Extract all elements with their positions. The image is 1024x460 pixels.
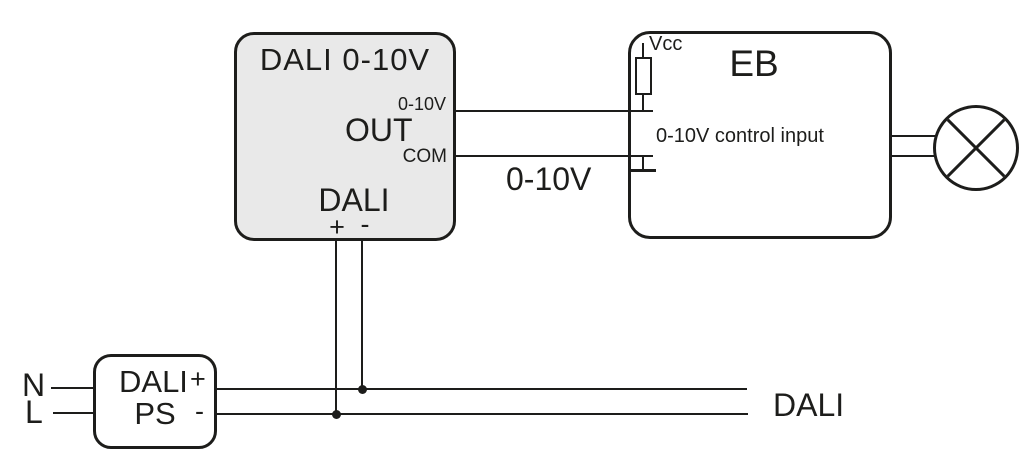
converter-dali-label: DALI xyxy=(318,182,390,218)
pullup-resistor-symbol xyxy=(635,57,652,95)
eb-title: EB xyxy=(729,43,779,84)
converter-minus-label: - xyxy=(360,209,370,239)
wire-com-signal xyxy=(456,155,653,157)
mains-l-label: L xyxy=(25,394,43,430)
control-input-label: 0-10V control input xyxy=(656,125,824,147)
analog-link-label: 0-10V xyxy=(506,161,592,197)
mains-n-label: N xyxy=(22,367,46,403)
junction-dot xyxy=(332,410,341,419)
lamp-wire-bottom xyxy=(891,155,937,157)
dali-power-supply-box xyxy=(93,354,217,449)
converter-terminal-0-10v-label: 0-10V xyxy=(397,94,446,114)
ps-line2-label: PS xyxy=(134,396,176,431)
converter-plus-drop-wire xyxy=(335,241,337,417)
dali-bus-plus-wire xyxy=(216,388,747,390)
com-termination-stub xyxy=(642,156,644,171)
converter-plus-label: + xyxy=(329,212,345,242)
wire-0-10v-signal xyxy=(456,110,653,112)
converter-title: DALI 0-10V xyxy=(259,42,431,77)
vcc-stub-wire xyxy=(642,43,644,59)
eb-ballast-box xyxy=(628,31,892,239)
mains-l-wire xyxy=(53,412,95,414)
vcc-label: Vcc xyxy=(649,33,683,55)
dali-converter-box xyxy=(234,32,456,241)
com-termination-bar xyxy=(630,169,656,172)
ps-line1-label: DALI xyxy=(119,364,188,399)
converter-terminal-com-label: COM xyxy=(402,146,447,167)
lamp-symbol xyxy=(933,105,1019,191)
mains-n-wire xyxy=(51,387,95,389)
converter-minus-drop-wire xyxy=(361,241,363,391)
dali-bus-label: DALI xyxy=(773,387,845,423)
ps-plus-label: + xyxy=(190,364,206,394)
dali-bus-minus-wire xyxy=(216,413,748,415)
resistor-lead-wire xyxy=(642,93,644,112)
lamp-wire-top xyxy=(891,135,937,137)
ps-minus-label: - xyxy=(195,396,204,426)
junction-dot xyxy=(358,385,367,394)
converter-out-label: OUT xyxy=(345,112,413,148)
